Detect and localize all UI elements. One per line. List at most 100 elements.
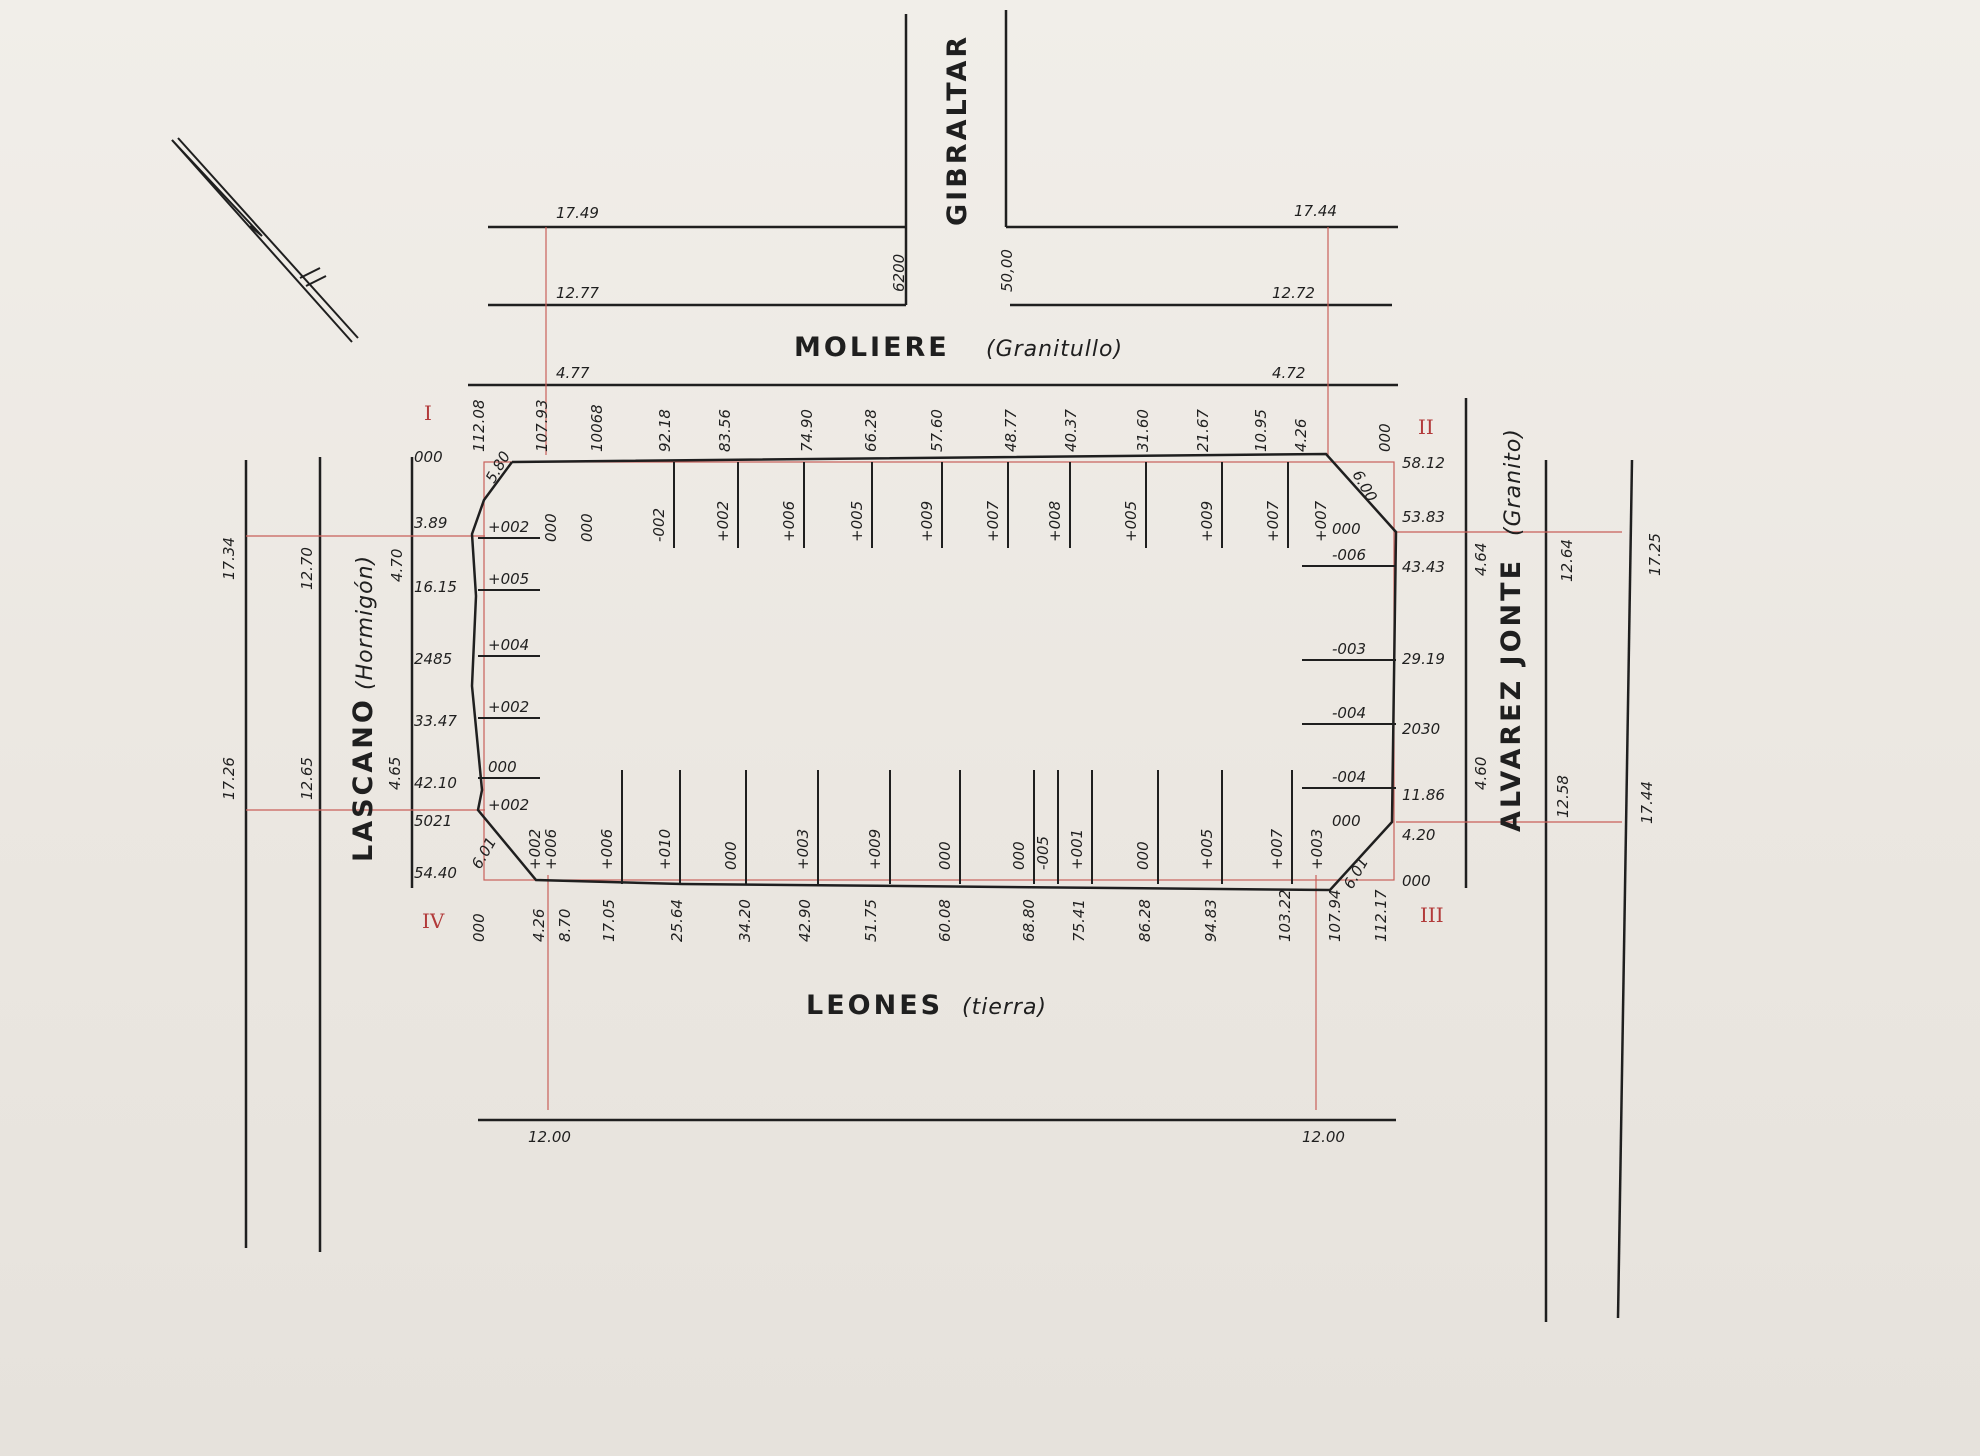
right-distance: 58.12	[1402, 454, 1445, 472]
bottom-distance: 42.90	[796, 899, 814, 942]
bottom-level: +006	[598, 829, 616, 870]
top-level: 000	[578, 513, 596, 542]
left-level: +005	[488, 570, 529, 588]
top-level: -002	[650, 508, 668, 542]
street-moliere: MOLIERE	[794, 332, 950, 363]
right-level: -003	[1332, 640, 1366, 658]
left-distance: 33.47	[414, 712, 457, 730]
bottom-distance: 60.08	[936, 899, 954, 942]
right-level: 000	[1332, 520, 1361, 538]
left-distance: 3.89	[414, 514, 447, 532]
left-distance: 2485	[414, 650, 452, 668]
bottom-distance: 107.94	[1326, 890, 1344, 943]
width-top-inner-right: 4.72	[1272, 364, 1305, 382]
left-level: +004	[488, 636, 529, 654]
top-level: +002	[714, 501, 732, 542]
bottom-distance: 17.05	[600, 899, 618, 942]
width-top-mid-left: 12.77	[556, 284, 599, 302]
tick-marks	[478, 462, 1396, 884]
width-top-inner-left: 4.77	[556, 364, 590, 382]
top-level: +005	[848, 501, 866, 542]
left-level: +002	[488, 796, 529, 814]
top-distance: 83.56	[716, 409, 734, 452]
top-distance: 10068	[588, 404, 606, 452]
street-alvarez-jonte-surface: (Granito)	[1501, 428, 1526, 536]
bottom-distance: 75.41	[1070, 899, 1088, 942]
top-level: +007	[984, 500, 1002, 542]
width-right-outer-top: 17.25	[1646, 533, 1664, 576]
bottom-distance: 112.17	[1372, 889, 1390, 942]
top-distance: 10.95	[1252, 409, 1270, 452]
street-lines	[244, 10, 1634, 1322]
street-lascano: LASCANO	[348, 697, 379, 862]
top-distance: 107.93	[533, 400, 551, 453]
corner-ii: II	[1418, 415, 1434, 439]
bottom-level: +002	[526, 829, 544, 870]
bottom-level: +003	[1308, 829, 1326, 870]
width-gibraltar-right: 50,00	[998, 249, 1016, 292]
width-left-mid-top: 12.70	[298, 547, 316, 590]
bottom-distance: 000	[470, 913, 488, 942]
top-level: +009	[918, 501, 936, 542]
top-level: +007	[1264, 500, 1282, 542]
width-top-mid-right: 12.72	[1272, 284, 1315, 302]
width-right-inner-bottom: 4.60	[1472, 757, 1490, 790]
bottom-level: +007	[1268, 828, 1286, 870]
chamfer-bottom-right: 6.01	[1340, 854, 1372, 892]
top-distance: 40.37	[1062, 409, 1080, 452]
bottom-distance: 25.64	[668, 899, 686, 942]
corner-i: I	[424, 401, 432, 425]
top-distance: 112.08	[470, 400, 488, 453]
bottom-distance: 8.70	[556, 909, 574, 942]
left-level: +002	[488, 698, 529, 716]
top-distance: 4.26	[1292, 419, 1310, 452]
bottom-distance: 94.83	[1202, 899, 1220, 942]
block-outline	[470, 452, 1398, 892]
corner-iii: III	[1420, 903, 1444, 927]
width-left-outer-bottom: 17.26	[220, 757, 238, 800]
right-distance: 11.86	[1402, 786, 1445, 804]
right-level: 000	[1332, 812, 1361, 830]
north-arrow-icon	[171, 137, 359, 343]
street-lascano-surface: (Hormigón)	[353, 555, 378, 690]
right-distance: 29.19	[1402, 650, 1445, 668]
chamfer-bottom-left: 6.01	[468, 834, 500, 872]
bottom-distance: 68.80	[1020, 899, 1038, 942]
top-level: +008	[1046, 501, 1064, 542]
top-level: +009	[1198, 501, 1216, 542]
left-distance: 42.10	[414, 774, 457, 792]
width-right-inner-top: 4.64	[1472, 543, 1490, 576]
bottom-distance: 86.28	[1136, 899, 1154, 942]
right-level: -006	[1332, 546, 1366, 564]
width-top-outer-right: 17.44	[1294, 202, 1337, 220]
top-level: +005	[1122, 501, 1140, 542]
bottom-level: 000	[722, 841, 740, 870]
street-gibraltar: GIBRALTAR	[942, 34, 973, 226]
top-distance: 48.77	[1002, 409, 1020, 452]
street-leones: LEONES	[806, 990, 943, 1021]
left-level: 000	[488, 758, 517, 776]
bottom-distance: 34.20	[736, 899, 754, 942]
bottom-level: +003	[794, 829, 812, 870]
width-left-outer-top: 17.34	[220, 537, 238, 580]
bottom-level: +005	[1198, 829, 1216, 870]
width-gibraltar-left: 6200	[890, 254, 908, 292]
width-left-mid-bottom: 12.65	[298, 757, 316, 800]
bottom-distance: 103.22	[1276, 890, 1294, 943]
top-level: +006	[780, 501, 798, 542]
right-distance: 4.20	[1402, 826, 1435, 844]
width-bottom-right: 12.00	[1302, 1128, 1345, 1146]
right-distance: 000	[1402, 872, 1431, 890]
top-level: 000	[542, 513, 560, 542]
street-leones-surface: (tierra)	[962, 995, 1047, 1020]
bottom-distance: 4.26	[530, 909, 548, 942]
width-top-outer-left: 17.49	[556, 204, 599, 222]
width-left-inner-bottom: 4.65	[386, 757, 404, 790]
right-level: -004	[1332, 704, 1366, 722]
right-level: -004	[1332, 768, 1366, 786]
top-distance: 92.18	[656, 409, 674, 452]
bottom-level: +006	[542, 829, 560, 870]
